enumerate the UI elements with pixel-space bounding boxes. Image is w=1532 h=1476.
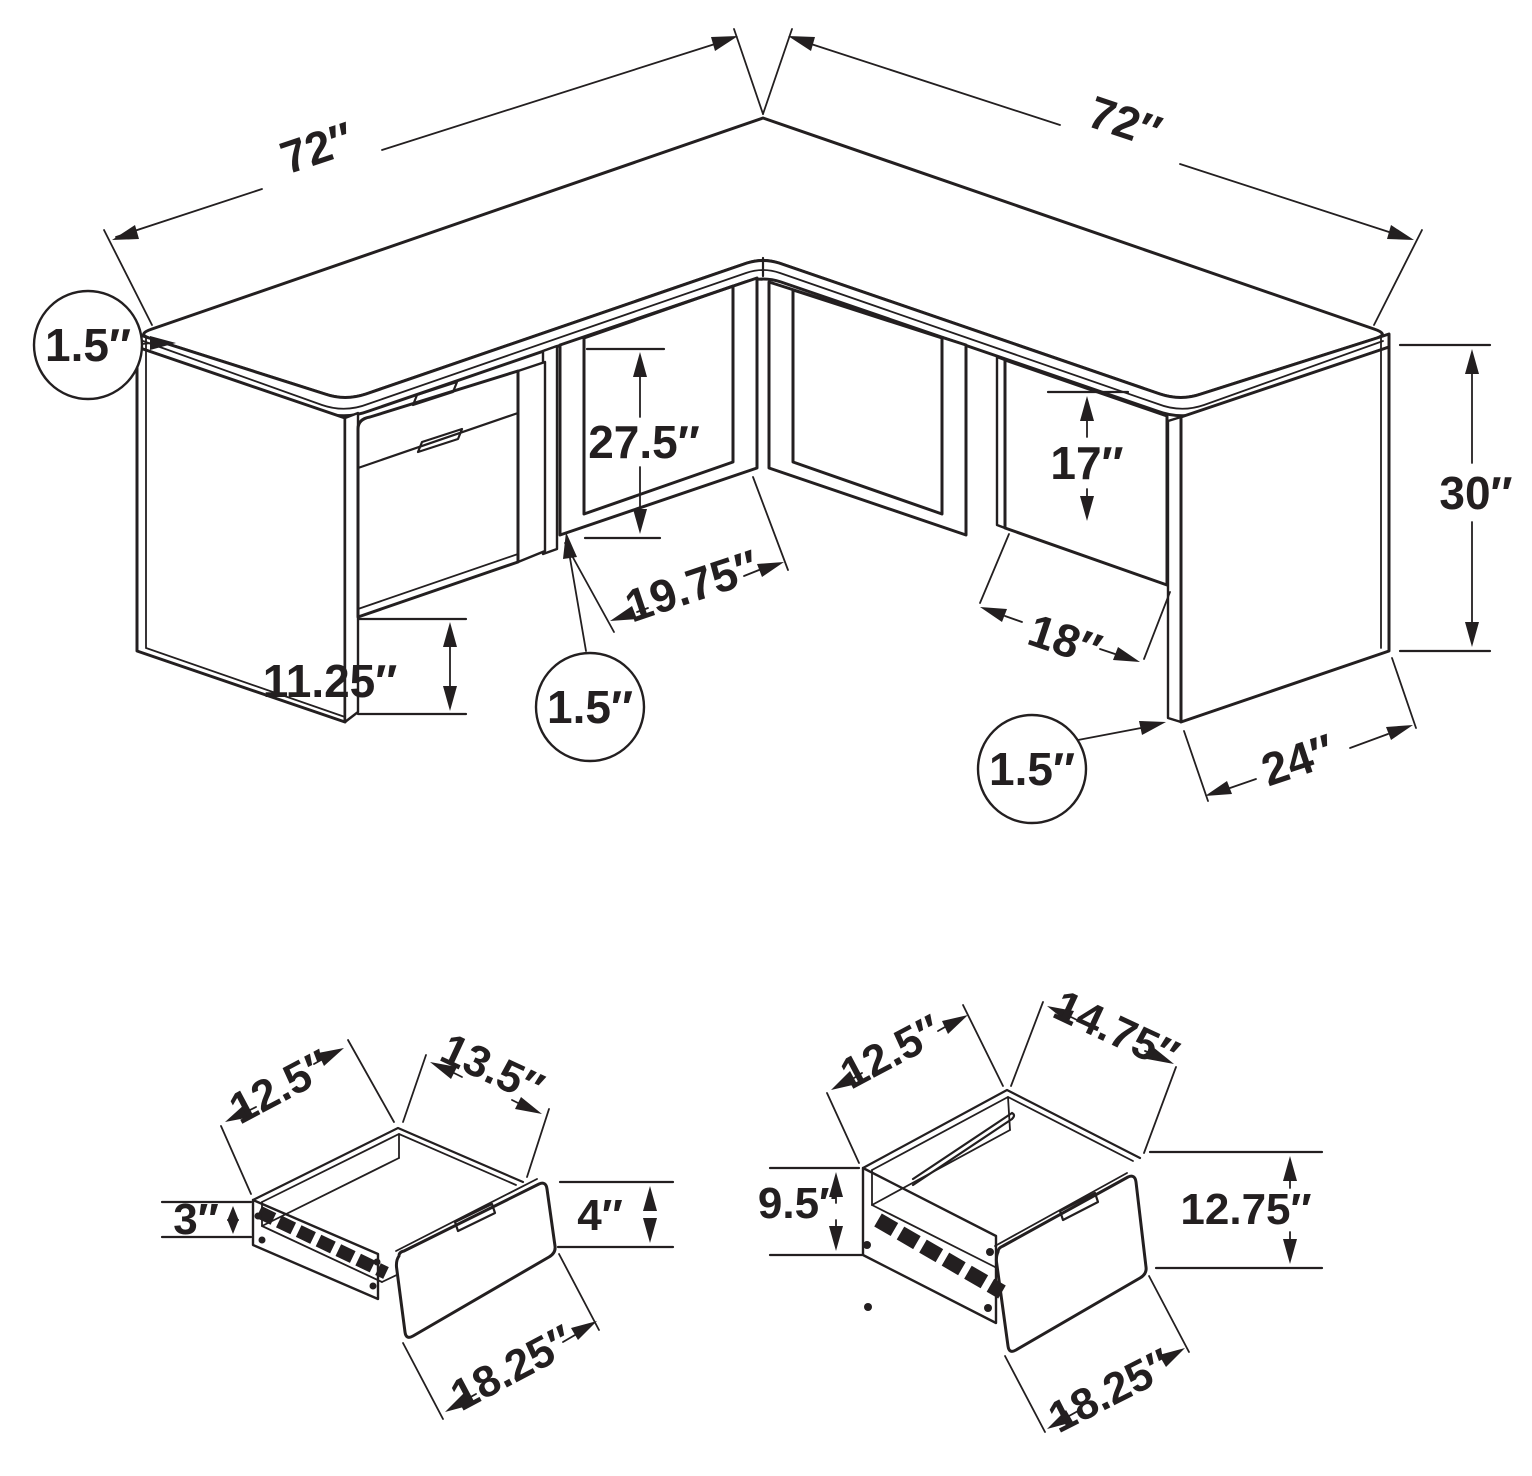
pedestal-file-drawer-handle-notch [416, 427, 464, 454]
dim-label-right-support-height: 17″ [1050, 437, 1123, 489]
pedestal-drawer-divider [356, 411, 520, 470]
desk-body [135, 116, 1391, 724]
dim-left-opening-height: 27.5″ [583, 347, 700, 540]
dim-label-small-inner-width: 12.5″ [222, 1041, 339, 1134]
callout-circle [976, 713, 1088, 825]
dim-label-small-front-height: 4″ [577, 1191, 623, 1240]
screw-dot [373, 1258, 381, 1266]
dim-label-right-support-width: 18″ [1022, 604, 1108, 677]
screw-dot [258, 1236, 266, 1244]
dim-label-end-panel-thickness: 1.5″ [989, 743, 1075, 795]
screw-dot [864, 1303, 872, 1311]
hanging-file-rod [911, 1111, 1016, 1187]
dim-label-left-opening-width: 19.75″ [619, 539, 766, 632]
pedestal-top-drawer-handle-notch [411, 380, 459, 407]
screw-dot [369, 1282, 377, 1290]
pedestal-side-face [516, 360, 547, 564]
large-drawer-body [861, 1088, 1148, 1353]
drawer-floor-left-edge [871, 1204, 996, 1268]
drawer-front-panel [394, 1181, 557, 1339]
large-drawer-view: 12.5″ 14.75″ 9.5″ 12.75″ [758, 981, 1324, 1443]
dim-label-small-back-height: 3″ [173, 1195, 219, 1244]
drawer-rim-outer [861, 1088, 1142, 1170]
dim-label-large-back-height: 9.5″ [758, 1179, 840, 1228]
dim-label-small-inner-depth: 13.5″ [433, 1024, 550, 1114]
left-end-panel-front-strip [343, 411, 360, 724]
drawer-cavity-right-corner [1007, 1096, 1011, 1131]
drawer-handle-notch [453, 1202, 497, 1233]
dim-label-large-front-width: 18.25″ [1041, 1339, 1180, 1442]
callout-circle [32, 289, 144, 401]
pedestal-bottom-inner-line [357, 553, 519, 610]
drawer-floor-left-edge [261, 1225, 383, 1283]
pedestal-front-face [356, 369, 520, 619]
dim-label-right-length: 72″ [1082, 86, 1168, 159]
dim-end-panel-thickness: 1.5″ [976, 713, 1166, 825]
drawer-slide-rail [256, 1206, 389, 1279]
dim-label-overall-height: 30″ [1439, 467, 1512, 519]
dim-label-large-inner-width: 12.5″ [833, 1006, 950, 1099]
drawer-front-panel [994, 1174, 1148, 1353]
drawer-rim-outer [251, 1126, 525, 1202]
dim-left-opening-width: 19.75″ [564, 476, 789, 633]
drawer-front-panel-top-edge [395, 1178, 538, 1252]
dim-label-left-length: 72″ [274, 112, 360, 185]
screw-dot [986, 1248, 994, 1256]
dim-label-frame-leg-thickness: 1.5″ [547, 681, 633, 733]
dim-label-pedestal-clearance: 11.25″ [263, 655, 398, 707]
large-drawer-dimensions: 12.5″ 14.75″ 9.5″ 12.75″ [758, 981, 1324, 1443]
dim-label-large-inner-depth: 14.75″ [1046, 981, 1186, 1081]
screw-dot [984, 1304, 992, 1312]
callout-circle [534, 651, 646, 763]
drawer-rim-inner [261, 1133, 517, 1203]
small-drawer-view: 12.5″ 13.5″ 3″ 4″ [160, 1024, 675, 1421]
right-end-panel-front-strip [1166, 415, 1183, 724]
dim-label-large-front-height: 12.75″ [1180, 1185, 1311, 1234]
dim-right-support-height: 17″ [1046, 390, 1130, 521]
small-drawer-dimensions: 12.5″ 13.5″ 3″ 4″ [160, 1024, 675, 1421]
right-end-panel [1179, 345, 1391, 724]
dim-label-top-thickness: 1.5″ [45, 319, 131, 371]
drawer-slide-rail [874, 1213, 1006, 1299]
dim-label-small-front-width: 18.25″ [443, 1316, 582, 1421]
drawer-handle-notch [1058, 1191, 1100, 1222]
dim-pedestal-clearance: 11.25″ [263, 617, 468, 716]
dim-label-end-panel-depth: 24″ [1255, 724, 1341, 797]
dim-label-left-opening-height: 27.5″ [588, 416, 700, 468]
left-frame-leg [558, 276, 759, 537]
screw-dot [863, 1241, 871, 1249]
screw-dot [254, 1212, 262, 1220]
right-frame-leg [767, 280, 968, 537]
dim-frame-leg-thickness: 1.5″ [534, 532, 646, 763]
left-end-panel-inner-edge [145, 337, 346, 718]
dim-overall-height: 30″ [1398, 343, 1513, 653]
drawer-floor-back-edge [261, 1157, 400, 1227]
small-drawer-body [251, 1126, 557, 1339]
dim-top-thickness: 1.5″ [32, 289, 176, 401]
